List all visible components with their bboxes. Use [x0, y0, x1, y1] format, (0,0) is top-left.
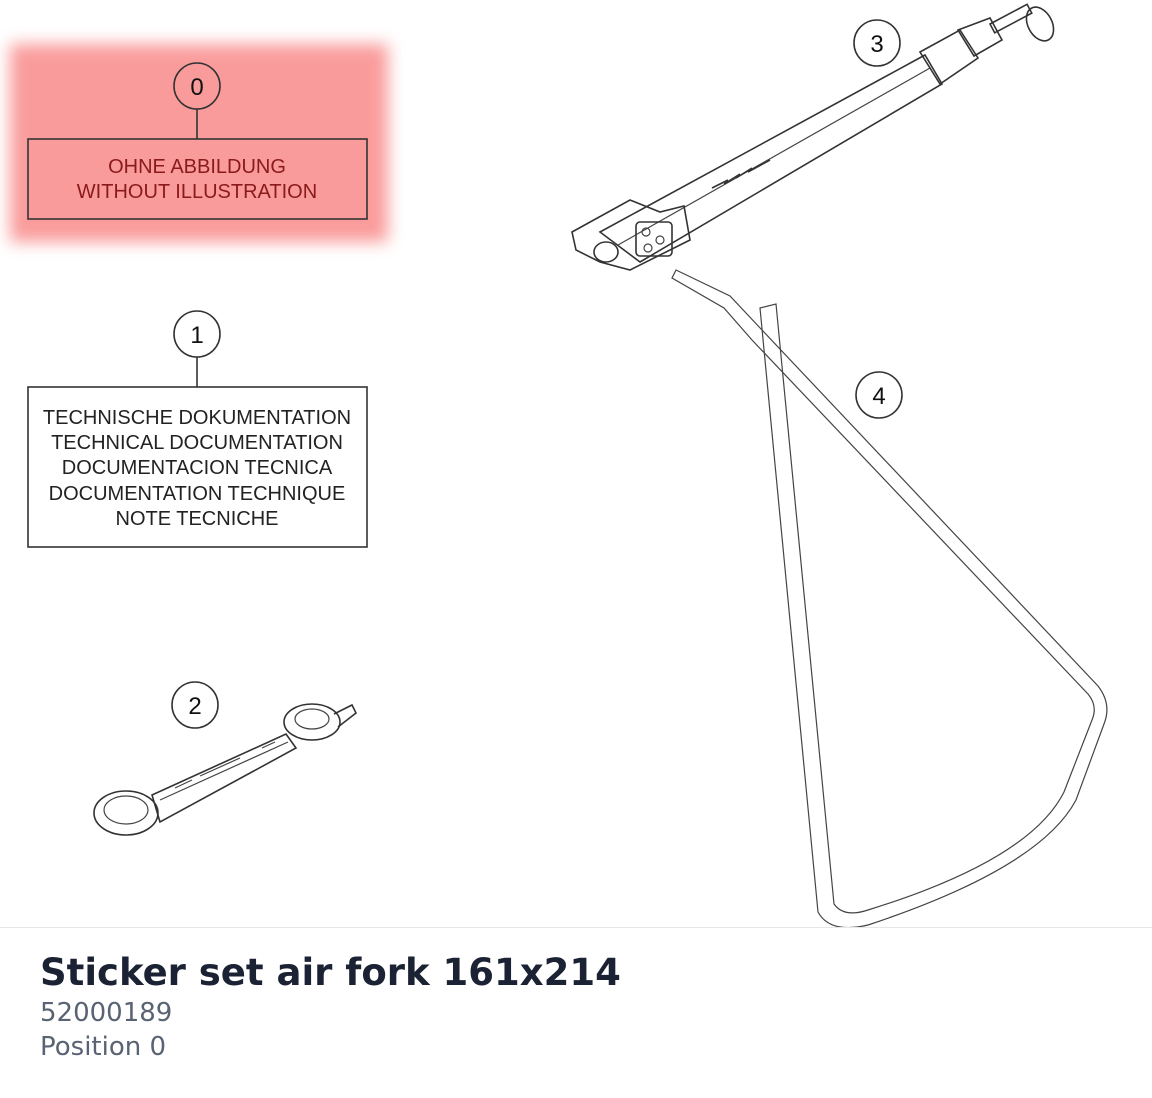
- callout-number: 3: [870, 31, 883, 58]
- product-title: Sticker set air fork 161x214: [40, 951, 621, 994]
- fork-leg-illustration: [571, 3, 1055, 271]
- callout-number: 0: [190, 74, 203, 101]
- callout-label-line: TECHNISCHE DOKUMENTATION: [43, 407, 351, 429]
- product-info-panel: Sticker set air fork 161x214 52000189 Po…: [40, 950, 1120, 1064]
- callout-label-line: TECHNICAL DOCUMENTATION: [51, 432, 343, 454]
- stand-illustration: [671, 269, 1108, 928]
- callout-number: 4: [872, 383, 885, 410]
- wrench-illustration: [93, 703, 358, 836]
- callout-4[interactable]: 4: [855, 371, 903, 419]
- divider: [0, 927, 1152, 928]
- callout-label-line: NOTE TECNICHE: [116, 508, 279, 530]
- callout-3[interactable]: 3: [853, 19, 901, 67]
- callout-label-line: DOCUMENTACION TECNICA: [62, 457, 333, 479]
- position-label: Position 0: [40, 1032, 167, 1062]
- callout-label-line: OHNE ABBILDUNG: [108, 156, 286, 178]
- callout-label-line: DOCUMENTATION TECHNIQUE: [49, 483, 346, 505]
- part-number: 52000189: [40, 998, 173, 1028]
- exploded-parts-diagram: 0 OHNE ABBILDUNG WITHOUT ILLUSTRATION 1 …: [10, 3, 1108, 928]
- callout-label-line: WITHOUT ILLUSTRATION: [77, 181, 317, 203]
- callout-number: 1: [190, 322, 203, 349]
- callout-2[interactable]: 2: [171, 681, 219, 729]
- callout-number: 2: [188, 693, 201, 720]
- callout-0[interactable]: 0 OHNE ABBILDUNG WITHOUT ILLUSTRATION: [27, 62, 368, 220]
- callout-0-highlight[interactable]: [10, 44, 388, 242]
- callout-1[interactable]: 1 TECHNISCHE DOKUMENTATION TECHNICAL DOC…: [27, 310, 368, 548]
